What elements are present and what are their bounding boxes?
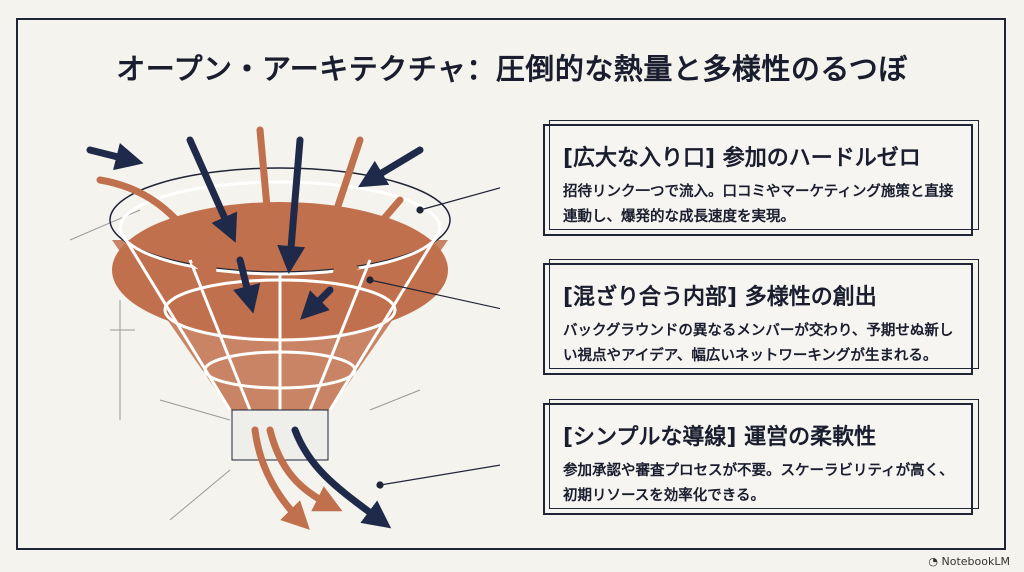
card-heading: [シンプルな導線] 運営の柔軟性 <box>563 425 877 450</box>
card-body: 招待リンク一つで流入。口コミやマーケティング施策と直接連動し、爆発的な成長速度を… <box>563 184 954 225</box>
card-simple-path: [シンプルな導線] 運営の柔軟性 参加承認や審査プロセスが不要。スケーラビリティ… <box>543 399 979 515</box>
notebooklm-logo-icon: ◔ <box>928 555 942 568</box>
card-heading: [広大な入り口] 参加のハードルゼロ <box>563 146 921 171</box>
card-heading: [混ざり合う内部] 多様性の創出 <box>563 285 877 310</box>
slide-frame <box>16 18 1006 550</box>
card-body: 参加承認や審査プロセスが不要。スケーラビリティが高く、初期リソースを効率化できる… <box>563 463 954 504</box>
brand-watermark: ◔ NotebookLM <box>928 555 1010 568</box>
callout-lines <box>366 187 500 489</box>
card-body: バックグラウンドの異なるメンバーが交わり、予期せぬ新しい視点やアイデア、幅広いネ… <box>563 323 954 364</box>
page-title: オープン・アーキテクチャ：圧倒的な熱量と多様性のるつぼ <box>116 52 908 86</box>
card-wide-entrance: [広大な入り口] 参加のハードルゼロ 招待リンク一つで流入。口コミやマーケティン… <box>543 120 979 236</box>
brand-label: NotebookLM <box>941 555 1010 568</box>
flow-arrows <box>86 126 424 530</box>
funnel-illustration <box>69 126 500 530</box>
card-mixing-interior: [混ざり合う内部] 多様性の創出 バックグラウンドの異なるメンバーが交わり、予期… <box>543 259 979 375</box>
